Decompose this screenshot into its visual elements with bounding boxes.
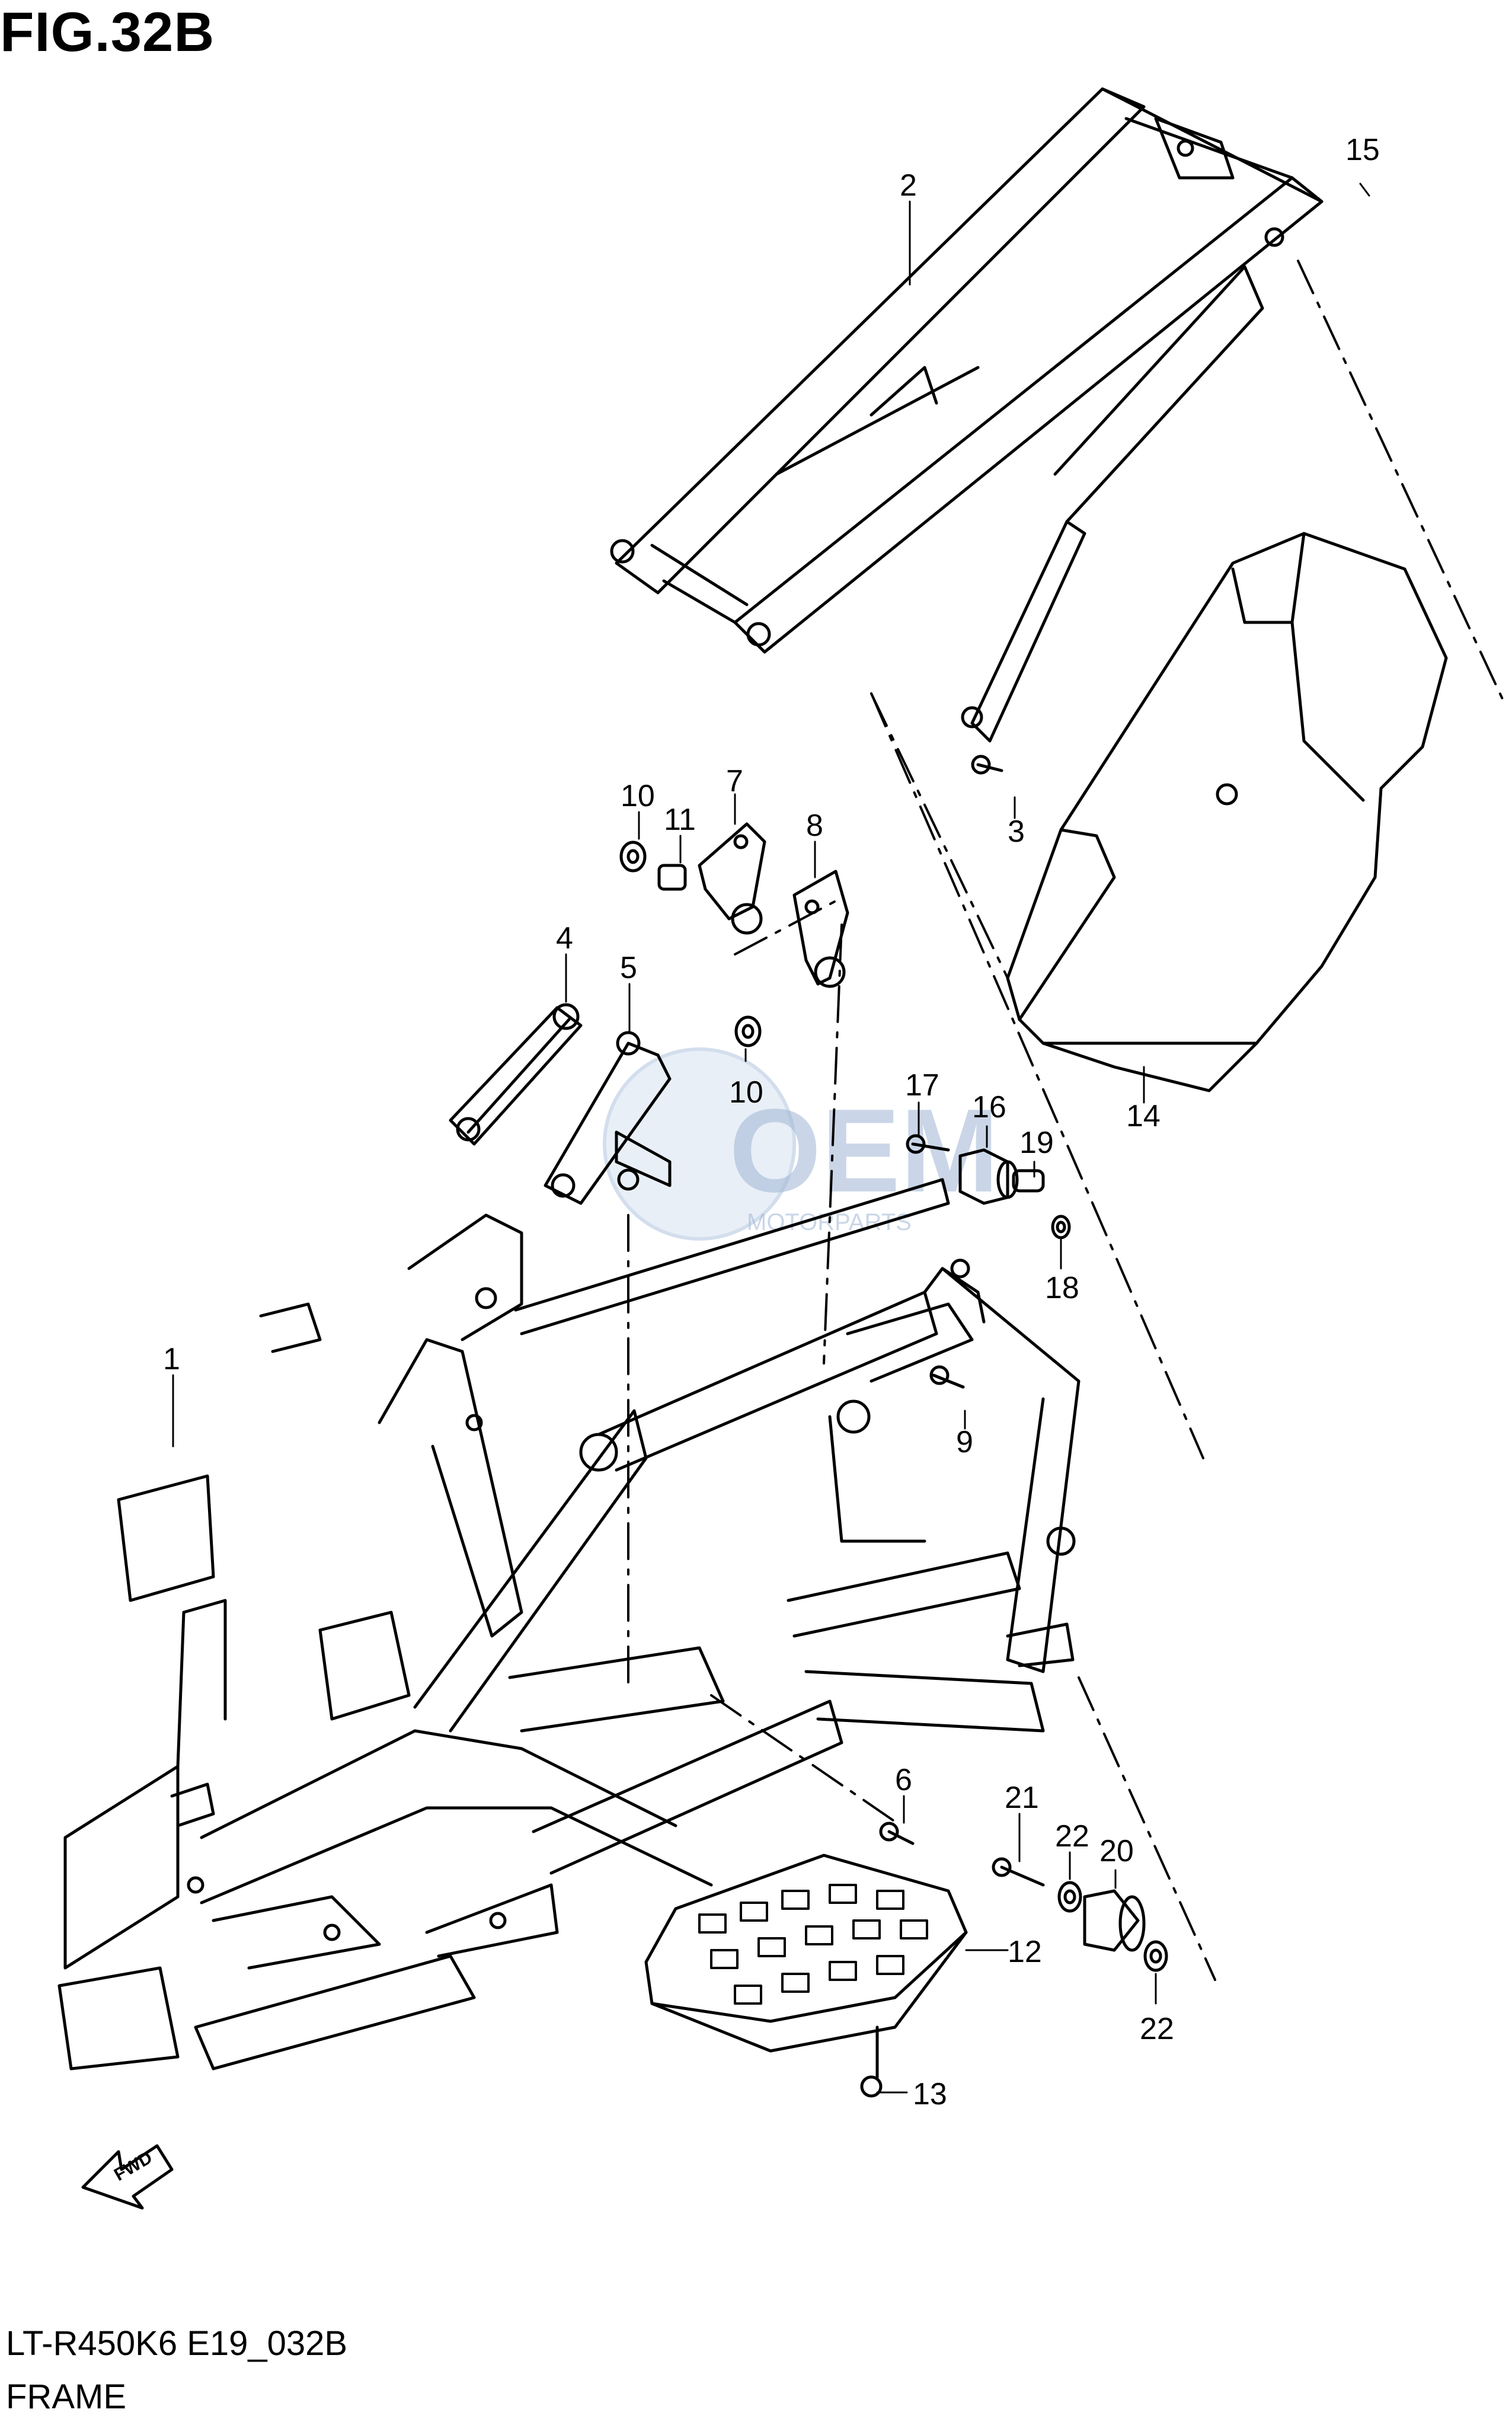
callout-7: 7 xyxy=(726,764,743,798)
projection-lines xyxy=(627,260,1507,1981)
callout-14: 14 xyxy=(1126,1099,1161,1133)
fastener-group-20-22 xyxy=(860,1822,1168,2098)
model-code-caption: LT-R450K6 E19_032B xyxy=(6,2324,348,2363)
small-brackets-group xyxy=(619,822,849,1047)
callout-15: 15 xyxy=(1345,133,1380,167)
callout-22a: 22 xyxy=(1055,1819,1089,1854)
bracket-4-part xyxy=(449,1003,583,1146)
footrest-part xyxy=(644,1854,968,2053)
callout-8: 8 xyxy=(806,809,823,843)
callout-1: 1 xyxy=(163,1342,180,1376)
main-frame-part xyxy=(57,1178,1081,2070)
fwd-arrow-icon xyxy=(81,2144,174,2210)
callout-20: 20 xyxy=(1099,1834,1134,1868)
callout-6: 6 xyxy=(895,1763,912,1797)
callout-16: 16 xyxy=(972,1090,1006,1124)
callout-5: 5 xyxy=(620,951,637,985)
watermark-main: OEM xyxy=(729,1085,999,1217)
callout-12: 12 xyxy=(1008,1935,1042,1969)
section-name-caption: FRAME xyxy=(6,2378,126,2416)
rear-subframe-part xyxy=(610,87,1324,743)
callout-3: 3 xyxy=(1008,814,1025,849)
callout-labels: 1 2 3 4 5 6 7 8 9 10 10 11 12 13 14 15 1… xyxy=(163,133,1380,2111)
callout-4: 4 xyxy=(556,921,573,956)
callout-9: 9 xyxy=(956,1425,973,1459)
callout-19: 19 xyxy=(1019,1126,1054,1160)
callout-13: 13 xyxy=(913,2077,947,2111)
callout-22b: 22 xyxy=(1140,2012,1174,2046)
figure-title: FIG.32B xyxy=(0,1,215,63)
callout-21: 21 xyxy=(1005,1781,1039,1815)
callout-11: 11 xyxy=(664,803,696,837)
callout-17: 17 xyxy=(905,1068,939,1103)
watermark-logo: OEM MOTORPARTS xyxy=(603,1047,999,1241)
bracket-5-part xyxy=(544,1031,672,1205)
fastener-group-16-19 xyxy=(906,755,1071,1389)
callout-10b: 10 xyxy=(729,1075,763,1110)
callout-10a: 10 xyxy=(621,779,655,813)
mud-guard-part xyxy=(1006,532,1448,1092)
leader-lines xyxy=(172,183,1370,2094)
callout-18: 18 xyxy=(1045,1271,1079,1305)
callout-2: 2 xyxy=(900,168,917,203)
